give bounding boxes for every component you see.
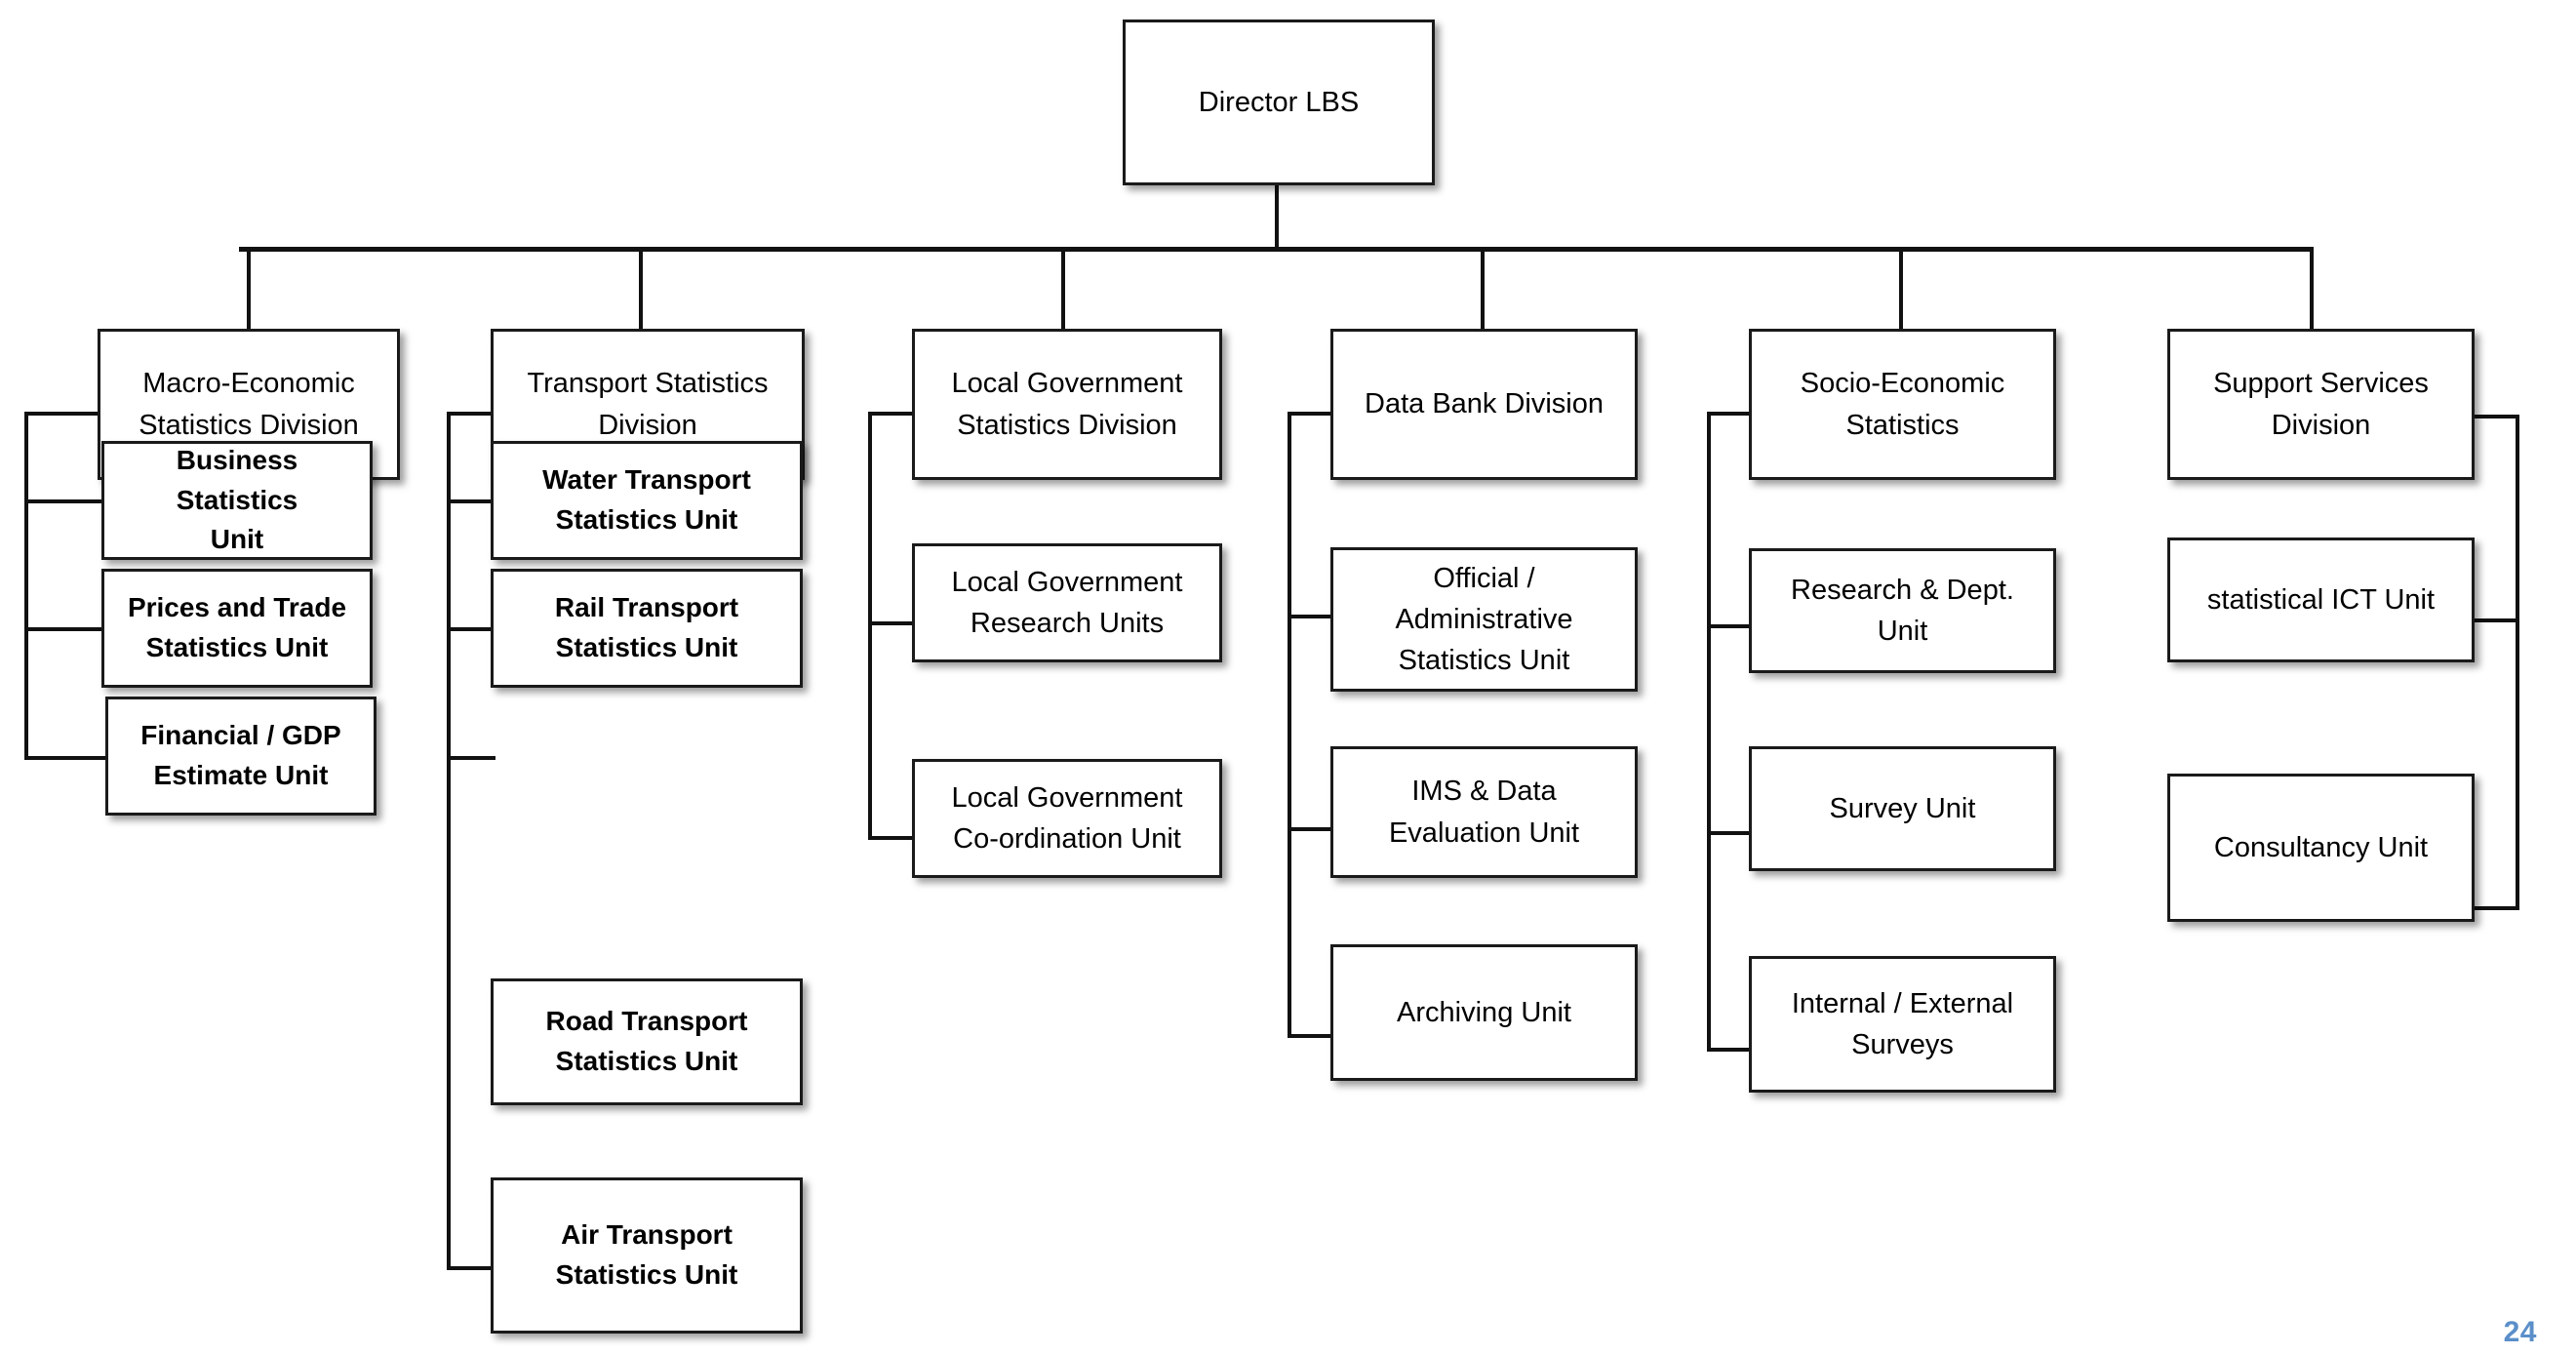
node-label: Archiving Unit — [1397, 996, 1571, 1028]
connector-col-4-spine — [1288, 412, 1291, 1038]
connector-col-4-unit-1 — [1288, 615, 1336, 618]
connector-col-1-unit-3-tap — [24, 756, 105, 760]
connector-drop-col-4 — [1481, 247, 1485, 331]
node-statistical-ict-unit[interactable]: statistical ICT Unit — [2167, 538, 2475, 662]
connector-col-4-division-tap — [1288, 412, 1334, 416]
connector-col-1-unit-2 — [24, 627, 102, 631]
node-label: Local Government Research Units — [951, 566, 1183, 639]
connector-drop-col-2 — [639, 247, 643, 331]
node-water-transport-statistics-unit[interactable]: Water Transport Statistics Unit — [491, 441, 803, 560]
node-label: statistical ICT Unit — [2206, 583, 2436, 616]
node-label: Rail Transport Statistics Unit — [554, 592, 739, 662]
connector-col-4-unit-3 — [1288, 1034, 1336, 1038]
connector-col-1-spine — [24, 412, 28, 630]
connector-drop-col-6 — [2310, 247, 2314, 331]
node-consultancy-unit[interactable]: Consultancy Unit — [2167, 774, 2475, 922]
node-label: Consultancy Unit — [2213, 831, 2429, 863]
node-label: Internal / External Surveys — [1791, 987, 2014, 1060]
node-label: Air Transport Statistics Unit — [555, 1219, 738, 1290]
connector-root-stem — [1275, 185, 1279, 249]
node-label: Business Statistics Unit — [176, 445, 298, 555]
connector-col-2-unit-3 — [447, 756, 495, 760]
node-prices-and-trade-statistics-unit[interactable]: Prices and Trade Statistics Unit — [101, 569, 373, 688]
connector-drop-col-3 — [1061, 247, 1065, 331]
node-research-and-dept-unit[interactable]: Research & Dept. Unit — [1749, 548, 2056, 673]
node-official-administrative-statistics-unit[interactable]: Official / Administrative Statistics Uni… — [1330, 547, 1638, 692]
node-local-government-research-units[interactable]: Local Government Research Units — [912, 543, 1222, 662]
connector-col-3-unit-2 — [868, 836, 917, 840]
node-data-bank-division[interactable]: Data Bank Division — [1330, 329, 1638, 480]
node-label: Survey Unit — [1829, 792, 1976, 824]
connector-drop-col-1 — [247, 247, 251, 331]
node-rail-transport-statistics-unit[interactable]: Rail Transport Statistics Unit — [491, 569, 803, 688]
connector-col-5-division-tap — [1707, 412, 1753, 416]
node-label: Official / Administrative Statistics Uni… — [1395, 562, 1573, 677]
node-survey-unit[interactable]: Survey Unit — [1749, 746, 2056, 871]
connector-col-3-unit-1 — [868, 621, 917, 625]
connector-col-4-unit-2 — [1288, 827, 1336, 831]
node-label: Financial / GDP Estimate Unit — [140, 720, 341, 790]
connector-col-6-division-tap — [2471, 415, 2519, 418]
node-label: Macro-Economic Statistics Division — [139, 368, 359, 441]
node-label: Transport Statistics Division — [527, 368, 769, 441]
node-road-transport-statistics-unit[interactable]: Road Transport Statistics Unit — [491, 978, 803, 1105]
connector-col-5-spine — [1707, 412, 1711, 1052]
node-local-government-statistics-division[interactable]: Local Government Statistics Division — [912, 329, 1222, 480]
node-label: Director LBS — [1198, 86, 1360, 118]
connector-col-3-division-tap — [868, 412, 916, 416]
connector-col-2-unit-2 — [447, 627, 495, 631]
connector-col-6-unit-1 — [2471, 618, 2519, 622]
connector-col-5-unit-3 — [1707, 1048, 1756, 1052]
connector-col-1-spine-lower — [24, 626, 28, 760]
connector-col-6-spine — [2516, 415, 2519, 910]
node-air-transport-statistics-unit[interactable]: Air Transport Statistics Unit — [491, 1177, 803, 1334]
node-label: Socio-Economic Statistics — [1800, 368, 2005, 441]
connector-col-2-division-tap — [447, 412, 495, 416]
node-label: Research & Dept. Unit — [1791, 574, 2014, 647]
connector-drop-col-5 — [1899, 247, 1903, 331]
node-financial-gdp-estimate-unit[interactable]: Financial / GDP Estimate Unit — [105, 697, 376, 816]
node-director-lbs[interactable]: Director LBS — [1123, 20, 1435, 185]
node-archiving-unit[interactable]: Archiving Unit — [1330, 944, 1638, 1081]
node-socio-economic-statistics[interactable]: Socio-Economic Statistics — [1749, 329, 2056, 480]
node-business-statistics-unit[interactable]: Business Statistics Unit — [101, 441, 373, 560]
connector-col-5-unit-2 — [1707, 831, 1756, 835]
connector-col-1-division-tap — [24, 412, 101, 416]
node-label: IMS & Data Evaluation Unit — [1388, 776, 1580, 849]
connector-col-6-unit-2 — [2471, 906, 2519, 910]
connector-col-2-spine — [447, 412, 451, 1270]
node-label: Local Government Co-ordination Unit — [951, 781, 1183, 855]
node-local-government-co-ordination-unit[interactable]: Local Government Co-ordination Unit — [912, 759, 1222, 878]
node-internal-external-surveys[interactable]: Internal / External Surveys — [1749, 956, 2056, 1093]
node-support-services-division[interactable]: Support Services Division — [2167, 329, 2475, 480]
node-label: Water Transport Statistics Unit — [542, 464, 751, 535]
node-label: Road Transport Statistics Unit — [545, 1006, 748, 1076]
page-number: 24 — [2503, 1316, 2537, 1348]
connector-col-2-unit-4 — [447, 1266, 495, 1270]
connector-col-1-unit-1 — [24, 499, 102, 503]
node-ims-data-evaluation-unit[interactable]: IMS & Data Evaluation Unit — [1330, 746, 1638, 878]
node-label: Prices and Trade Statistics Unit — [127, 592, 347, 662]
connector-col-2-unit-1 — [447, 499, 495, 503]
connector-distribution-bar — [239, 247, 2314, 252]
connector-col-5-unit-1 — [1707, 624, 1756, 628]
node-label: Data Bank Division — [1365, 388, 1604, 420]
node-label: Support Services Division — [2213, 368, 2429, 441]
node-label: Local Government Statistics Division — [951, 368, 1183, 441]
connector-col-3-spine — [868, 412, 872, 840]
